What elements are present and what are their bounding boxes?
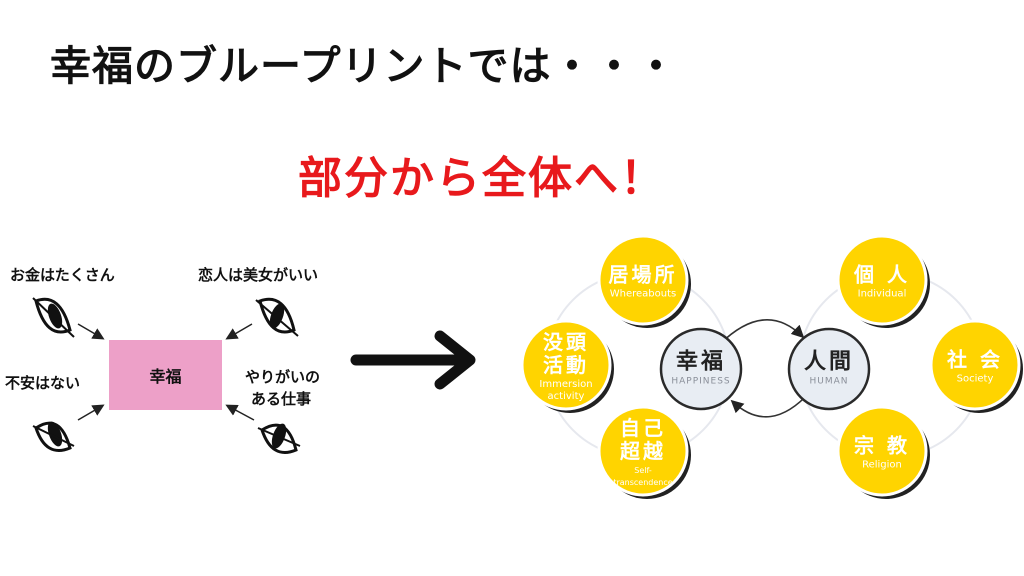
eye-icon-bottom-right [257, 423, 301, 454]
eye-icon-bottom-left [32, 421, 75, 452]
religion-kanji: 宗 教 [854, 433, 910, 458]
arrow-top-left [77, 323, 105, 340]
label-work-line1: やりがいの [245, 368, 321, 386]
society-en: Society [956, 373, 994, 385]
individual-en: Individual [857, 288, 907, 300]
node-society-text: 社 会 Society [947, 347, 1003, 386]
human-center: 人間 HUMAN [804, 351, 854, 388]
individual-kanji: 個 人 [854, 262, 910, 287]
human-circle [787, 327, 871, 411]
happiness-kanji: 幸福 [675, 349, 726, 375]
node-immersion-text: 没頭 活動 Immersion activity [539, 331, 592, 403]
node-whereabouts-text: 居場所 Whereabouts [608, 262, 678, 301]
label-no-anxiety: 不安はない [5, 374, 81, 392]
arrow-bottom-right [225, 404, 255, 421]
node-society [929, 319, 1023, 413]
whereabouts-kanji: 居場所 [608, 262, 678, 287]
node-individual-text: 個 人 Individual [854, 262, 910, 301]
arrow-bottom-left [77, 404, 105, 421]
whereabouts-en: Whereabouts [609, 288, 677, 300]
self-transcendence-kanji: 自己 超越 [619, 416, 666, 463]
node-self-transcendence [597, 405, 691, 499]
node-immersion [520, 319, 614, 413]
immersion-kanji: 没頭 活動 [542, 330, 589, 377]
node-religion [836, 405, 930, 499]
happiness-center: 幸福 HAPPINESS [671, 351, 730, 388]
human-kanji: 人間 [803, 349, 855, 375]
human-en: HUMAN [809, 376, 849, 387]
happiness-en: HAPPINESS [671, 376, 731, 387]
society-kanji: 社 会 [947, 347, 1003, 372]
node-individual [836, 234, 930, 328]
happiness-box: 幸福 [109, 340, 222, 410]
self-transcendence-en: Self- transcendence [613, 466, 673, 487]
arrow-top-right [225, 323, 253, 340]
label-work-line2: ある仕事 [251, 390, 312, 408]
node-religion-text: 宗 教 Religion [854, 433, 910, 472]
label-money: お金はたくさん [10, 266, 115, 284]
page-subtitle: 部分から全体へ！ [298, 153, 666, 204]
node-self-transcendence-text: 自己 超越 Self- transcendence [613, 417, 672, 489]
big-arrow-icon [350, 330, 476, 390]
page-title: 幸福のブループリントでは・・・ [50, 42, 678, 90]
eye-icon-top-right [255, 297, 299, 337]
immersion-en: Immersion activity [539, 379, 593, 402]
religion-en: Religion [862, 459, 902, 471]
cycle-arrow-top [719, 319, 805, 345]
label-partner: 恋人は美女がいい [198, 266, 319, 284]
eye-icon-top-left [32, 297, 75, 338]
happiness-box-label: 幸福 [149, 367, 182, 386]
happiness-circle [659, 327, 743, 411]
node-whereabouts [597, 234, 691, 328]
